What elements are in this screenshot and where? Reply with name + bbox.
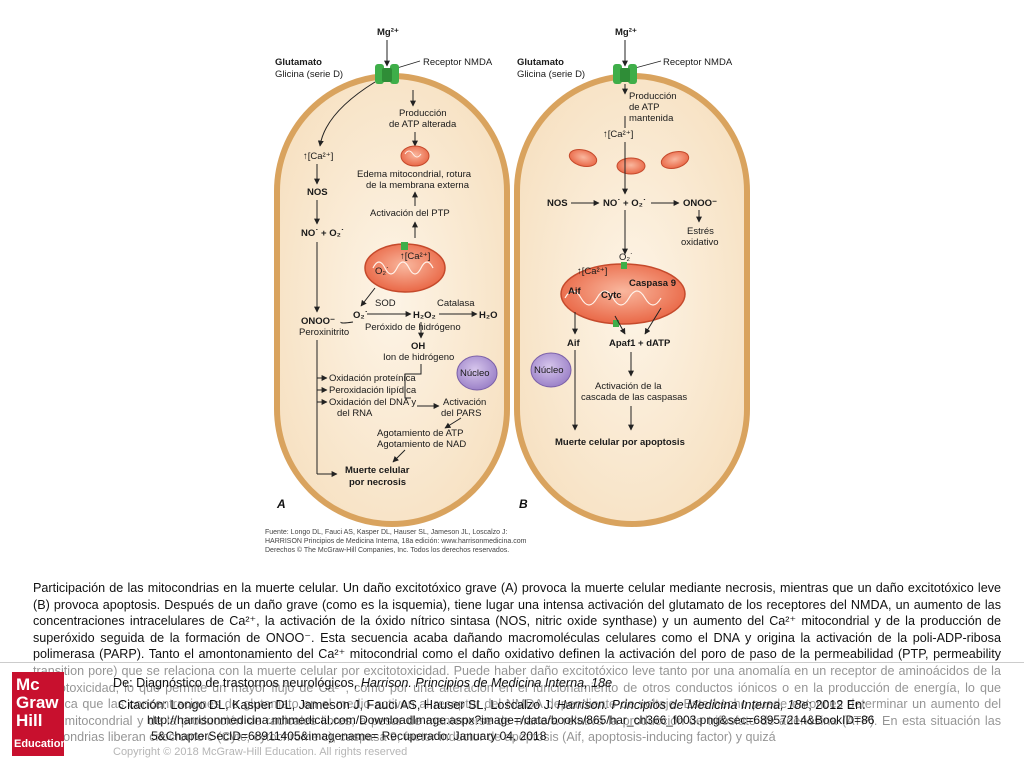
mito-small-b1	[568, 148, 598, 168]
glutamato-label-a: Glutamato	[275, 57, 322, 68]
onoo-label-b: ONOO⁻	[683, 198, 717, 209]
ptp-pore-icon	[401, 242, 408, 250]
receptor-label-a: Receptor NMDA	[423, 57, 493, 68]
no-o2-label-a: NO˙ + O₂˙	[301, 228, 344, 239]
copyright-line: Copyright © 2018 McGraw-Hill Education. …	[113, 746, 408, 758]
mito-ca-a: ↑[Ca²⁺]	[400, 251, 430, 262]
caspasa9-in-label: Caspasa 9	[629, 278, 676, 289]
nmda-receptor-icon	[375, 64, 399, 84]
panel-a-letter: A	[276, 497, 286, 511]
glicina-label-b: Glicina (serie D)	[517, 69, 585, 80]
de-prefix: De: Diagnóstico de trastornos neurológic…	[113, 676, 361, 690]
panel-b: Mg²⁺ Glutamato Glicina (serie D) Recepto…	[514, 27, 750, 527]
mito-small-b2	[616, 157, 646, 175]
ca-label-a: ↑[Ca²⁺]	[303, 151, 333, 162]
arrow-o2-onoo	[340, 321, 354, 324]
activ-pars-label: Activación del PARS	[441, 397, 489, 419]
activacion-ptp-label: Activación del PTP	[370, 208, 450, 219]
citacion-line: Citación: Longo DL, Kasper DL, Jameson J…	[118, 698, 866, 713]
source-url-text-2: 5&ChapterSecID=68911405&imagename= Recup…	[151, 729, 547, 743]
h2o2-label: H₂O₂	[413, 310, 436, 321]
catalasa-label: Catalasa	[437, 298, 475, 309]
o2-label-a: O₂˙	[353, 310, 368, 321]
produccion-atp-b: Producción de ATP mantenida	[629, 91, 679, 124]
arrow-oh-to-ox	[404, 364, 422, 399]
mito-cristae-b	[564, 290, 662, 306]
ox-dna-label: Oxidación del DNA y del RNA	[329, 397, 419, 419]
panel-a: Mg²⁺ Glutamato Glicina (serie D) Recepto…	[274, 27, 510, 527]
nos-label-a: NOS	[307, 187, 328, 198]
cytc-in-label: Cytc	[601, 290, 622, 301]
mg-label-a: Mg²⁺	[377, 27, 399, 38]
sod-label: SOD	[375, 298, 396, 309]
onoo-label-a: ONOO⁻	[301, 316, 335, 327]
de-italic: Harrison. Principios de Medicina Interna…	[360, 676, 613, 690]
arrow-casp-down	[644, 307, 662, 335]
nucleo-label-a: Núcleo	[460, 368, 490, 379]
citacion-italic: Harrison. Principios de Medicina Interna…	[556, 698, 809, 712]
citation-overlay	[0, 662, 1024, 769]
source-url-line-1[interactable]: http://harrisonmedicina.mhmedical.com/Do…	[147, 713, 875, 727]
nmda-receptor-icon-b	[613, 64, 637, 84]
mg-label-b: Mg²⁺	[615, 27, 637, 38]
nucleus-a	[456, 355, 498, 391]
arrow-cytc-down	[614, 315, 626, 335]
mito-ca-b: ↑[Ca²⁺]	[577, 266, 607, 277]
citacion-suffix: ; 2012 En:	[808, 698, 866, 712]
logo-line-4: Education	[14, 738, 68, 750]
estres-label: Estrés oxidativo	[681, 226, 719, 248]
mito-cristae-a2	[372, 261, 434, 275]
muerte-apoptosis-label: Muerte celular por apoptosis	[555, 437, 685, 448]
logo-line-3: Hill	[16, 711, 43, 730]
mito-cristae-a1	[404, 150, 422, 158]
activacion-caspasas-label: Activación de la cascada de las caspasas	[581, 381, 687, 403]
aif-label: Aif	[567, 338, 581, 349]
peroxinitrito-label: Peroxinitrito	[299, 327, 349, 338]
h2o-label: H₂O	[479, 310, 497, 321]
edema-label: Edema mitocondrial, rotura de la membran…	[357, 169, 474, 191]
muerte-necrosis-label: Muerte celular por necrosis	[345, 465, 412, 488]
agotamiento-label: Agotamiento de ATP Agotamiento de NAD	[377, 428, 466, 450]
perox-lipidica-label: Peroxidación lipídica	[329, 385, 417, 396]
o2-mito-a: O₂˙	[375, 266, 389, 277]
de-line: De: Diagnóstico de trastornos neurológic…	[113, 676, 612, 691]
nucleo-label-b: Núcleo	[534, 365, 564, 376]
source-credit: Fuente: Longo DL, Fauci AS, Kasper DL, H…	[265, 529, 528, 554]
nucleus-b	[530, 352, 572, 388]
arrow-pars-agot	[444, 417, 462, 429]
apaf-label: Apaf1 + dATP	[609, 338, 671, 349]
receptor-pointer-b	[634, 60, 662, 69]
ion-h-label: Ion de hidrógeno	[383, 352, 454, 363]
ox-proteinica-label: Oxidación proteínica	[329, 373, 416, 384]
peroxido-label: Peróxido de hidrógeno	[365, 322, 461, 333]
no-o2-label-b: NO˙ + O₂˙	[603, 198, 646, 209]
logo-line-1: Mc	[16, 675, 40, 694]
receptor-pointer-a	[396, 60, 421, 69]
glicina-label-a: Glicina (serie D)	[275, 69, 343, 80]
receptor-label-b: Receptor NMDA	[663, 57, 733, 68]
nos-label-b: NOS	[547, 198, 568, 209]
ca-label-b: ↑[Ca²⁺]	[603, 129, 633, 140]
glutamato-label-b: Glutamato	[517, 57, 564, 68]
mcgraw-hill-logo: Mc Graw Hill Education	[12, 672, 68, 756]
mito-pore-b2	[613, 320, 619, 327]
arrow-agot-muerte	[392, 449, 406, 463]
logo-line-2: Graw	[16, 693, 59, 712]
o2-mito-b: O₂˙	[619, 252, 633, 263]
mito-pore-b1	[621, 262, 627, 269]
citacion-prefix: Citación: Longo DL, Kasper DL, Jameson J…	[118, 698, 557, 712]
oh-label: OH	[411, 341, 425, 352]
mitochondria-cell-death-diagram: Mg²⁺ Glutamato Glicina (serie D) Recepto…	[265, 27, 750, 554]
source-url-link[interactable]: http://harrisonmedicina.mhmedical.com/Do…	[147, 713, 874, 728]
arrow-mito-o2	[360, 287, 376, 307]
source-url-line-2: 5&ChapterSecID=68911405&imagename= Recup…	[151, 729, 546, 744]
panel-b-letter: B	[519, 497, 528, 511]
produccion-atp-a: Producción de ATP alterada	[389, 108, 457, 130]
arrow-receptor-ca	[317, 81, 376, 147]
aif-in-label: Aif	[568, 286, 582, 297]
mito-small-b3	[660, 150, 690, 170]
